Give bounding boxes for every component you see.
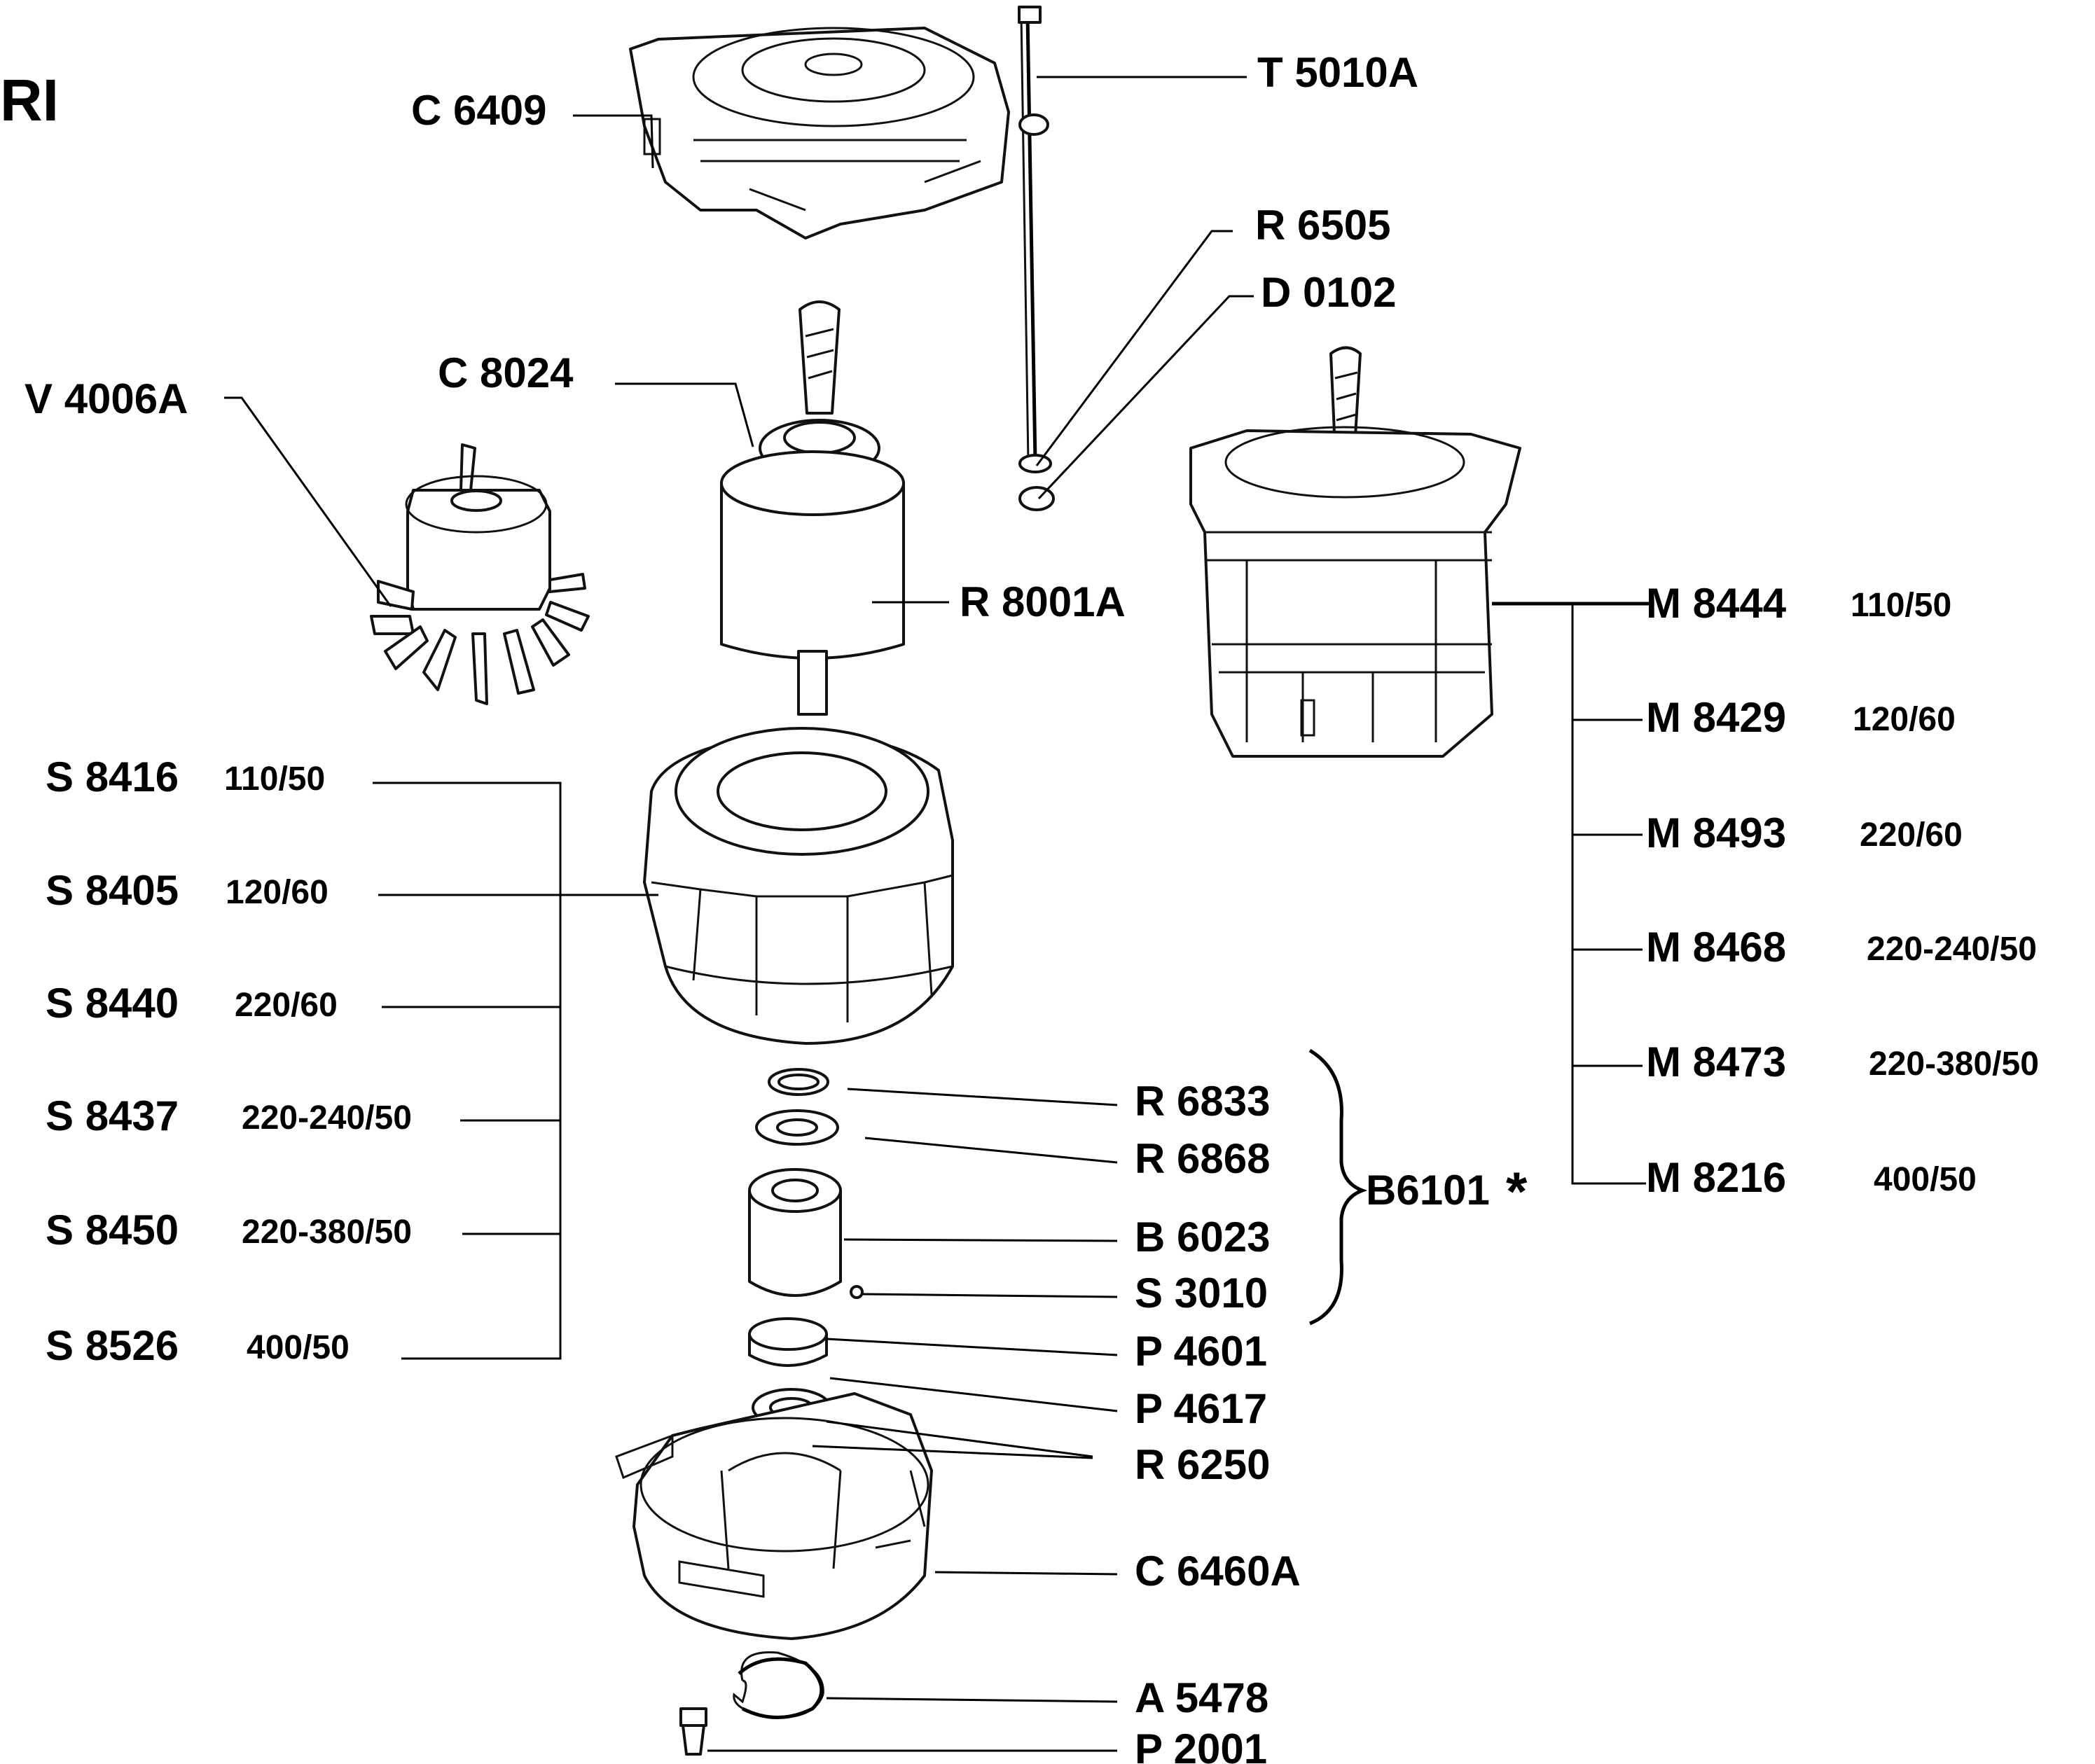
motor-voltage: 120/60 (1853, 701, 1956, 738)
motor-variant-list: M 8444 110/50 M 8429 120/60 M 8493 220/6… (1646, 580, 2039, 1201)
motor-code: M 8216 (1646, 1154, 1786, 1201)
label-p4601: P 4601 (1135, 1328, 1267, 1375)
label-v4006a: V 4006A (25, 375, 188, 422)
motor-code: M 8493 (1646, 810, 1786, 856)
stator-voltage: 220-240/50 (242, 1099, 412, 1137)
motor-code: M 8473 (1646, 1039, 1786, 1085)
label-c6409: C 6409 (411, 87, 546, 134)
motor-code: M 8468 (1646, 924, 1786, 971)
label-d0102: D 0102 (1261, 269, 1396, 316)
motor-voltage: 220/60 (1860, 817, 1963, 854)
stator-voltage: 400/50 (247, 1329, 350, 1366)
label-a5478: A 5478 (1135, 1674, 1268, 1721)
label-p4617: P 4617 (1135, 1385, 1267, 1432)
label-p2001: P 2001 (1135, 1725, 1267, 1764)
motor-voltage: 220-380/50 (1869, 1046, 2039, 1083)
stator-voltage: 110/50 (224, 761, 325, 798)
motor-code: M 8444 (1646, 580, 1787, 627)
stator-voltage: 220/60 (235, 987, 338, 1024)
stator-code: S 8416 (46, 753, 179, 800)
label-b6101: B6101 (1366, 1167, 1490, 1214)
label-r6833: R 6833 (1135, 1078, 1270, 1125)
screw-drawing (679, 1707, 707, 1756)
fan-drawing (370, 443, 590, 705)
label-b6023: B 6023 (1135, 1214, 1270, 1261)
page-header: RI (0, 67, 59, 133)
stator-code: S 8450 (46, 1207, 179, 1253)
motor-voltage: 110/50 (1851, 587, 1951, 624)
label-r6505: R 6505 (1255, 202, 1390, 249)
motor-assembly-drawing (1189, 346, 1521, 758)
label-r6250: R 6250 (1135, 1441, 1270, 1488)
stator-code: S 8405 (46, 867, 179, 914)
stator-code: S 8437 (46, 1092, 179, 1139)
bearing-stack-drawing (748, 1068, 864, 1427)
motor-voltage: 400/50 (1874, 1161, 1977, 1198)
top-cover-drawing (629, 27, 1010, 239)
stator-voltage: 220-380/50 (242, 1214, 412, 1251)
label-s3010: S 3010 (1135, 1270, 1268, 1317)
part-labels: T 5010A C 6409 R 6505 D 0102 C 8024 V 40… (25, 49, 1528, 1764)
stator-code: S 8440 (46, 980, 179, 1027)
label-t5010a: T 5010A (1257, 49, 1418, 96)
circlip-drawing (733, 1651, 824, 1718)
label-c6460a: C 6460A (1135, 1548, 1301, 1595)
label-b6101-mark: * (1506, 1160, 1528, 1222)
tie-rod-drawing (1018, 6, 1055, 511)
motor-voltage: 220-240/50 (1867, 931, 2037, 968)
motor-code: M 8429 (1646, 694, 1786, 741)
stator-voltage: 120/60 (226, 874, 329, 911)
label-r8001a: R 8001A (960, 578, 1126, 625)
bottom-housing-drawing (615, 1392, 933, 1640)
rotor-drawing (720, 300, 905, 716)
label-r6868: R 6868 (1135, 1135, 1270, 1182)
stator-code: S 8526 (46, 1322, 179, 1369)
stator-variant-list: S 8416 110/50 S 8405 120/60 S 8440 220/6… (46, 753, 412, 1369)
stator-drawing (643, 727, 954, 1045)
label-c8024: C 8024 (438, 349, 574, 396)
leader-lines (224, 76, 1650, 1752)
